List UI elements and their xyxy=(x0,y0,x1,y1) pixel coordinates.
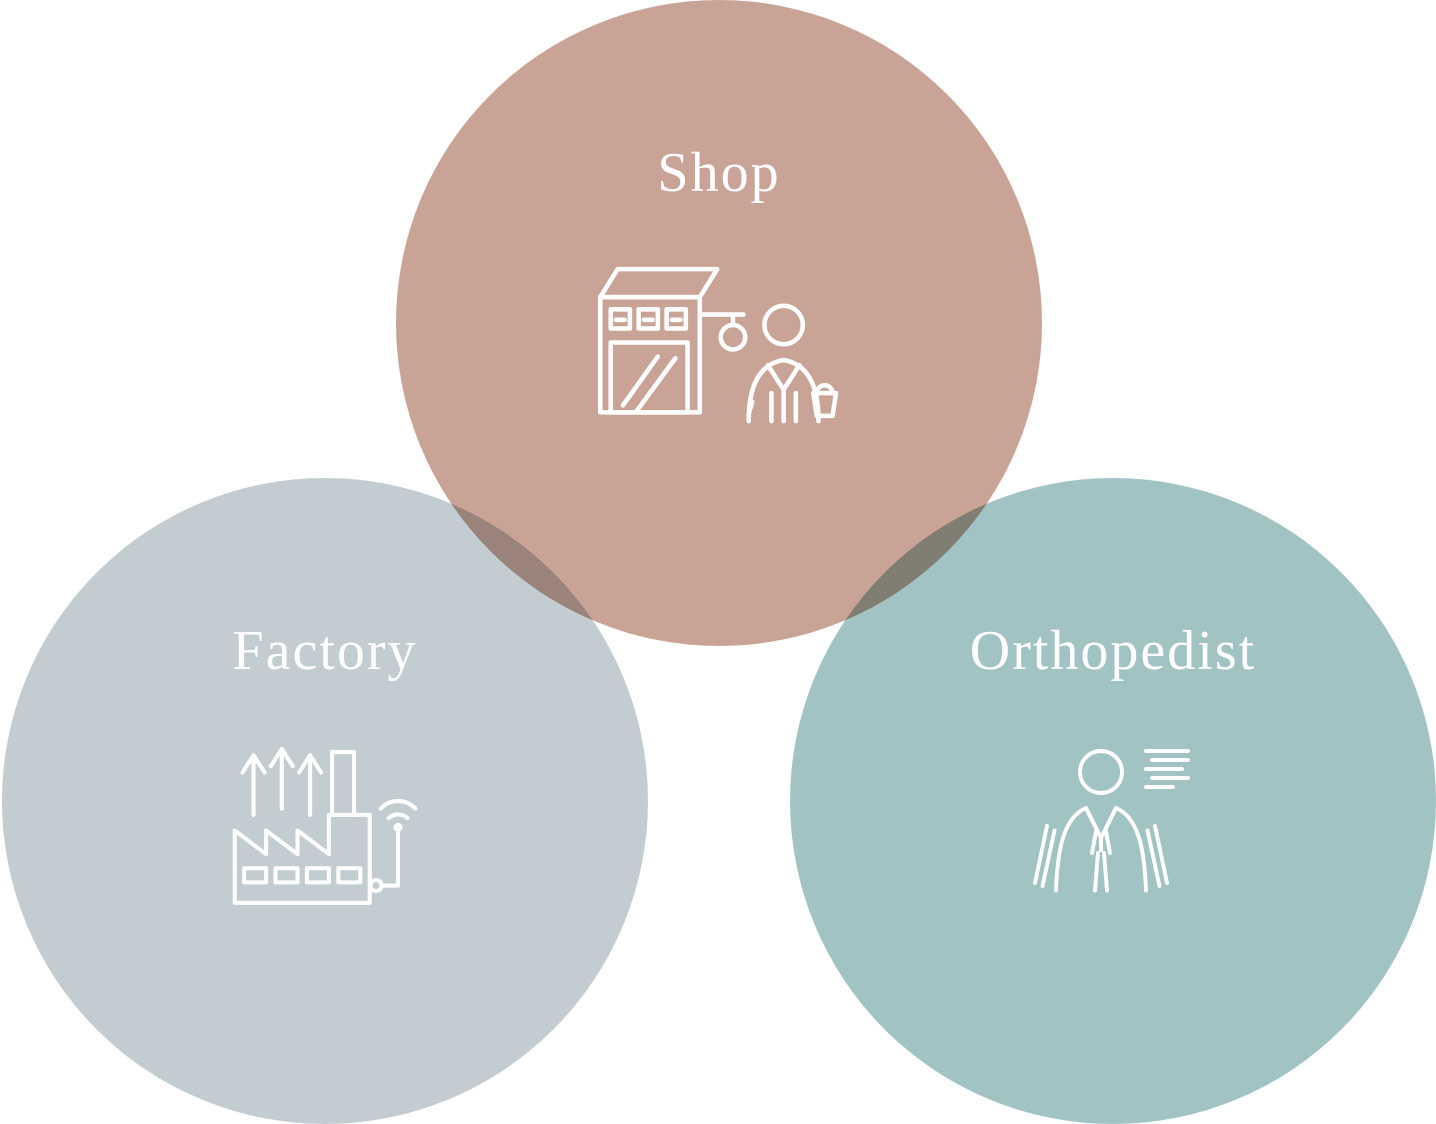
circle-orthopedist xyxy=(790,478,1436,1124)
circle-factory xyxy=(2,478,648,1124)
